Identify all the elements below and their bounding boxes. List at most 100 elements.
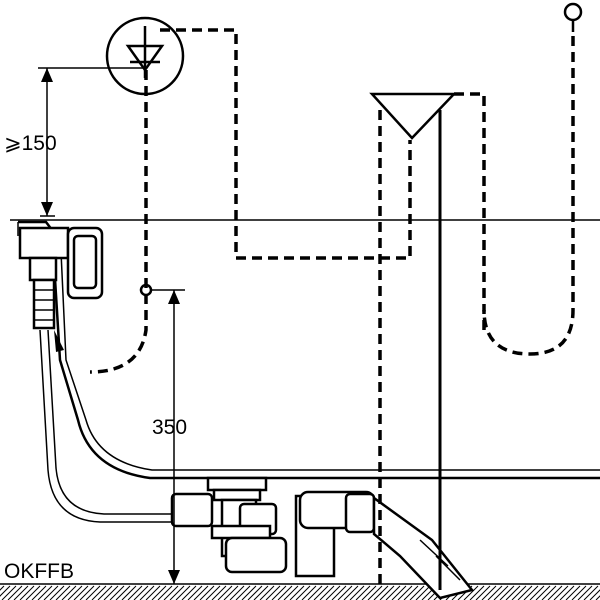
floor-hatch-line	[115, 585, 131, 600]
funnel-icon	[369, 92, 486, 590]
floor-hatch-line	[13, 585, 29, 600]
floor-hatch-line	[199, 585, 215, 600]
floor-hatch-line	[193, 585, 209, 600]
floor-hatch-line	[43, 585, 59, 600]
floor-hatch-line	[265, 585, 281, 600]
floor	[0, 583, 600, 600]
floor-hatch-line	[529, 585, 545, 600]
overflow-ring	[139, 283, 153, 297]
floor-hatch-line	[0, 585, 11, 597]
water-supply-dashed	[89, 28, 412, 374]
bathtub-shell	[17, 220, 600, 480]
floor-hatch-line	[259, 585, 275, 600]
floor-hatch-line	[295, 585, 311, 600]
floor-hatch-line	[337, 585, 353, 600]
floor-hatch-line	[175, 585, 191, 600]
floor-hatch-line	[61, 585, 77, 600]
floor-hatch-line	[187, 585, 203, 600]
floor-hatch-line	[367, 585, 383, 600]
floor-hatch-line	[577, 585, 593, 600]
floor-hatch-line	[469, 585, 485, 600]
floor-hatch-line	[163, 585, 179, 600]
floor-hatch-line	[205, 585, 221, 600]
floor-hatch-line	[19, 585, 35, 600]
floor-hatch-line	[103, 585, 119, 600]
floor-hatch-line	[535, 585, 551, 600]
shower-head-icon	[105, 16, 185, 96]
floor-hatch-line	[379, 585, 395, 600]
floor-hatch-line	[391, 585, 407, 600]
floor-hatch-line	[133, 585, 149, 600]
floor-hatch-line	[487, 585, 503, 600]
floor-hatch-line	[169, 585, 185, 600]
floor-hatch-line	[67, 585, 83, 600]
floor-hatch-line	[7, 585, 23, 600]
floor-hatch-line	[325, 585, 341, 600]
floor-hatch-line	[211, 585, 227, 600]
air-valve-icon	[482, 2, 583, 356]
floor-hatch-line	[559, 585, 575, 600]
floor-reference-label: OKFFB	[4, 560, 74, 583]
floor-hatch-line	[79, 585, 95, 600]
floor-hatch-line	[313, 585, 329, 600]
floor-hatch-line	[0, 585, 5, 591]
floor-hatch-line	[565, 585, 581, 600]
floor-hatch-line	[463, 585, 479, 600]
floor-hatch-line	[361, 585, 377, 600]
floor-hatch-line	[151, 585, 167, 600]
floor-hatch-line	[475, 585, 491, 600]
floor-hatch-line	[343, 585, 359, 600]
floor-hatch-line	[511, 585, 527, 600]
floor-hatch-line	[1, 585, 17, 600]
floor-hatch-line	[499, 585, 515, 600]
floor-hatch-line	[385, 585, 401, 600]
floor-hatch-line	[235, 585, 251, 600]
floor-hatch-line	[247, 585, 263, 600]
floor-hatch-line	[397, 585, 413, 600]
floor-hatch-line	[589, 589, 600, 600]
floor-hatch-line	[409, 585, 425, 600]
floor-hatch-line	[595, 595, 600, 600]
floor-hatch-line	[307, 585, 323, 600]
floor-hatch-line	[403, 585, 419, 600]
floor-hatch-line	[145, 585, 161, 600]
floor-hatch-line	[493, 585, 509, 600]
dimension-150	[38, 67, 146, 217]
floor-hatch-line	[541, 585, 557, 600]
floor-hatch-line	[157, 585, 173, 600]
overflow-height-label: 350	[152, 416, 187, 439]
floor-hatch-line	[517, 585, 533, 600]
floor-hatch-line	[85, 585, 101, 600]
floor-hatch-line	[283, 585, 299, 600]
floor-hatch-line	[289, 585, 305, 600]
floor-hatch-line	[181, 585, 197, 600]
floor-hatch-line	[31, 585, 47, 600]
floor-hatch-line	[583, 585, 599, 600]
floor-hatch-line	[217, 585, 233, 600]
floor-hatch-line	[49, 585, 65, 600]
floor-hatch-line	[277, 585, 293, 600]
floor-hatch-line	[73, 585, 89, 600]
floor-hatch-line	[25, 585, 41, 600]
floor-hatch-line	[253, 585, 269, 600]
overflow-fitting	[18, 226, 104, 352]
floor-hatch-line	[553, 585, 569, 600]
floor-hatch-line	[139, 585, 155, 600]
floor-hatch-line	[355, 585, 371, 600]
floor-hatch-line	[97, 585, 113, 600]
floor-hatch-line	[271, 585, 287, 600]
floor-hatch-line	[301, 585, 317, 600]
drain-assembly	[170, 476, 475, 600]
floor-hatch-line	[127, 585, 143, 600]
floor-hatch-line	[229, 585, 245, 600]
floor-hatch-line	[373, 585, 389, 600]
floor-hatch-line	[91, 585, 107, 600]
floor-hatch-line	[415, 585, 431, 600]
floor-hatch-line	[121, 585, 137, 600]
floor-hatch-line	[331, 585, 347, 600]
floor-hatch-line	[481, 585, 497, 600]
min-height-label: ⩾150	[4, 132, 57, 155]
floor-hatch-line	[571, 585, 587, 600]
floor-hatch-line	[547, 585, 563, 600]
